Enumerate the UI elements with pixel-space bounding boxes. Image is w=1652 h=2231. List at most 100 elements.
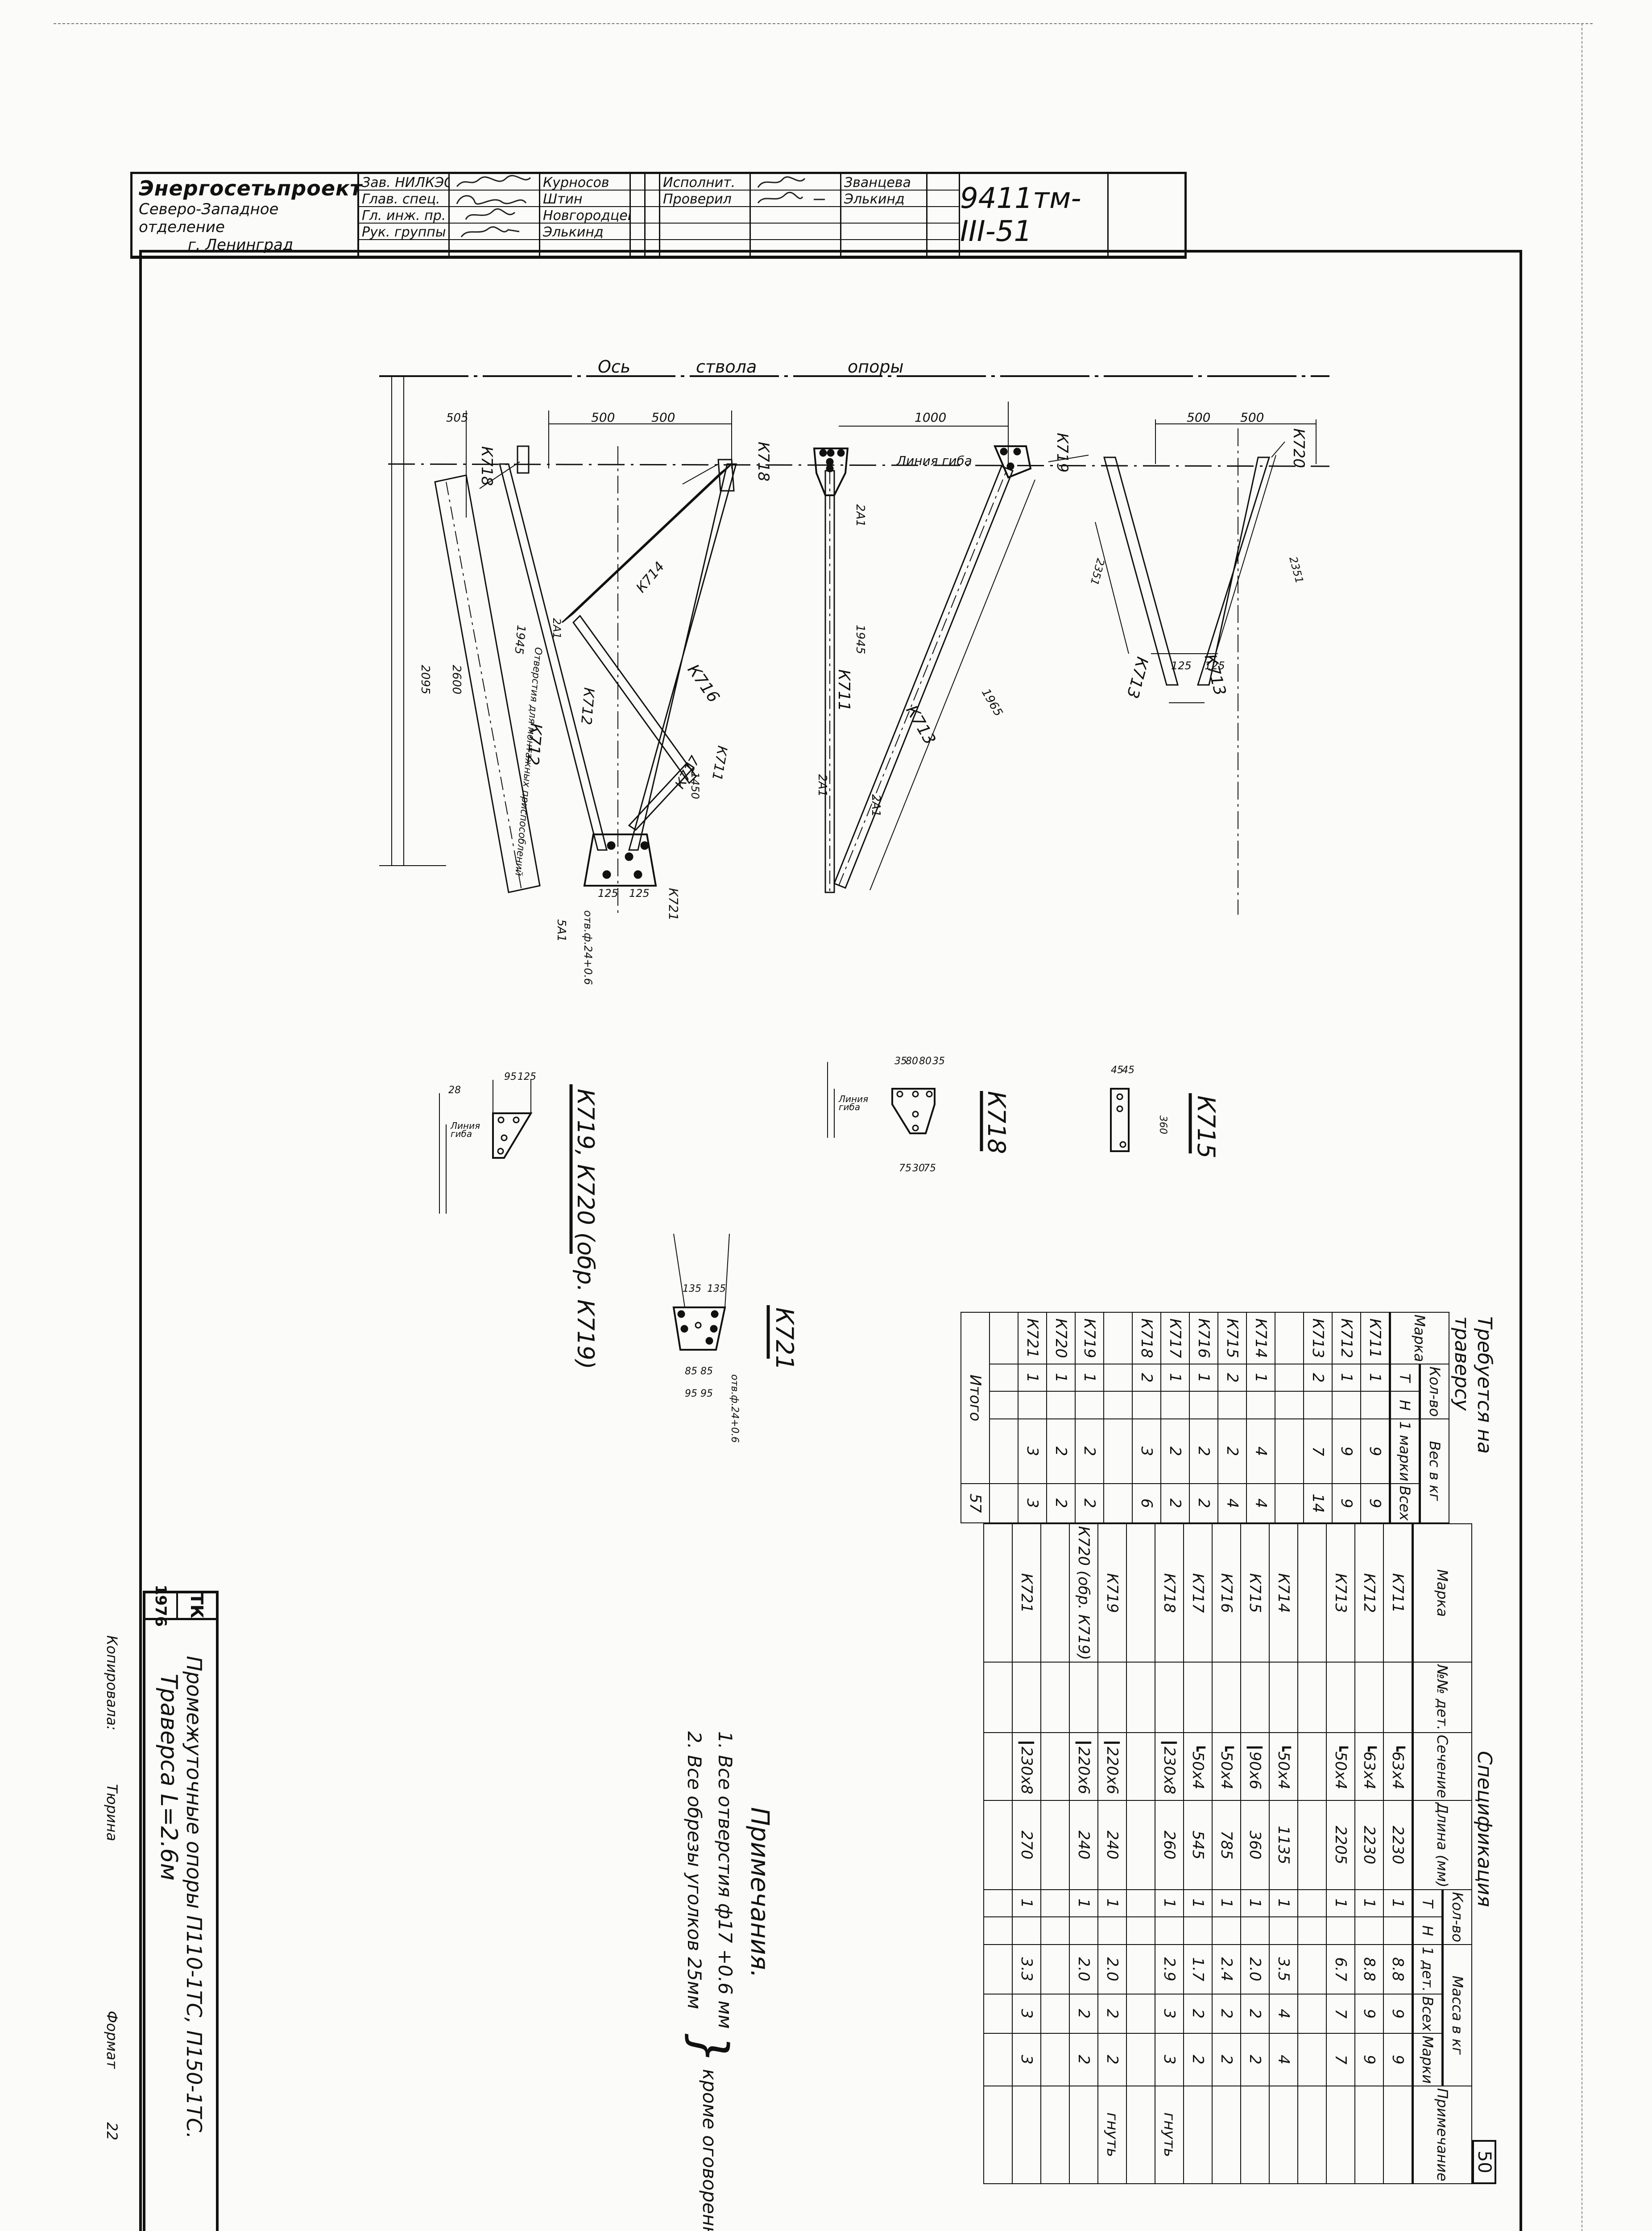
- tables-rotated: Требуется на траверсу Марка Кол-во Вес в…: [961, 1312, 1497, 2184]
- svg-text:1945: 1945: [853, 625, 867, 654]
- specification-title: Спецификация: [1473, 1751, 1496, 1907]
- svg-text:К719: К719: [1053, 433, 1071, 473]
- person-name: Званцева: [841, 174, 926, 191]
- person-name: Элькинд: [540, 224, 629, 240]
- person-name: Курносов: [540, 174, 629, 191]
- svg-text:2600: 2600: [450, 665, 463, 694]
- note-brace-text: кроме оговоренных: [699, 2069, 721, 2231]
- detail-title-k721: К721: [770, 1307, 799, 1370]
- signature: [450, 191, 539, 207]
- plate-section-icon: ┃: [1018, 1738, 1034, 1747]
- svg-text:К713: К713: [1123, 655, 1151, 701]
- svg-text:К711: К711: [708, 745, 730, 782]
- svg-text:1450: 1450: [689, 772, 701, 799]
- svg-text:5А1: 5А1: [555, 919, 568, 942]
- svg-text:К712: К712: [523, 722, 545, 766]
- drawing-code: 9411тм-III-51: [960, 174, 1109, 256]
- detail-title-k715: К715: [1192, 1095, 1220, 1158]
- roles-left-column: Зав. НИЛКЭС Глав. спец. Гл. инж. пр. Рук…: [359, 174, 450, 256]
- detail-title-k718: К718: [982, 1091, 1010, 1154]
- svg-text:ствола: ствола: [696, 357, 757, 377]
- svg-text:К712: К712: [578, 687, 598, 726]
- stamp-title-line1: Промежуточные опоры П110-1ТС, П150-1ТС.: [182, 1656, 206, 2139]
- signatures-left-column: [450, 174, 540, 256]
- hole-note: отв.ф.24+0.6: [582, 910, 594, 985]
- svg-text:2А1: 2А1: [816, 774, 829, 797]
- required-table: Марка Кол-во Вес в кг Т Н 1 марки Всех К…: [961, 1312, 1449, 1523]
- svg-text:2А1: 2А1: [853, 504, 867, 527]
- angle-section-icon: ┗: [1361, 1743, 1376, 1752]
- svg-text:35: 35: [932, 1056, 945, 1067]
- note-item: 2. Все обрезы уголков 25мм: [683, 1731, 705, 2009]
- division-name: Северо-Западное отделение: [139, 200, 279, 236]
- bend-line-label: Линия гиба: [896, 453, 972, 468]
- svg-text:85: 85: [700, 1366, 713, 1377]
- svg-text:125: 125: [1171, 659, 1192, 672]
- svg-text:Линия: Линия: [450, 1120, 480, 1131]
- signatures-right-column: [751, 174, 841, 256]
- angle-section-icon: ┗: [1332, 1743, 1348, 1752]
- detail-title-k719-k720: К719, К720 (обр. К719): [572, 1089, 599, 1369]
- role-label: Проверил: [660, 191, 749, 207]
- bottom-stamp: ТК 1976 Промежуточные опоры П110-1ТС, П1…: [104, 1584, 219, 2231]
- role-label: Рук. группы: [359, 224, 448, 240]
- svg-text:К718: К718: [754, 442, 772, 481]
- tk-label: ТК: [176, 1593, 216, 1618]
- copied-by-name: Тюрина: [104, 1784, 120, 1841]
- organization-cell: Энергосетьпроект Северо-Западное отделен…: [132, 174, 362, 256]
- svg-text:1965: 1965: [979, 687, 1005, 719]
- svg-text:95: 95: [504, 1071, 517, 1082]
- svg-text:500: 500: [651, 410, 675, 425]
- svg-text:75: 75: [923, 1163, 936, 1174]
- table-row: [1104, 1312, 1132, 1523]
- role-label: Зав. НИЛКЭС: [359, 174, 448, 191]
- stamp-footer: Копировала: Тюрина Формат 22: [104, 1591, 120, 2231]
- svg-text:125: 125: [629, 887, 650, 900]
- names-left-column: Курносов Штин Новгородцев Элькинд: [540, 174, 631, 256]
- svg-text:45: 45: [1122, 1065, 1134, 1076]
- role-label: Исполнит.: [660, 174, 749, 191]
- svg-text:Линия: Линия: [838, 1094, 868, 1104]
- svg-text:2095: 2095: [418, 665, 432, 694]
- total-value: 57: [961, 1483, 990, 1523]
- svg-text:К718: К718: [478, 446, 496, 486]
- svg-text:К713: К713: [1201, 652, 1229, 698]
- person-name: Новгородцев: [540, 207, 629, 224]
- svg-text:80: 80: [906, 1056, 918, 1067]
- signature: [450, 207, 539, 224]
- table-row: [1126, 1524, 1155, 2184]
- signature: [450, 174, 539, 191]
- year-label: 1976: [152, 1584, 170, 1627]
- svg-text:30: 30: [912, 1163, 925, 1174]
- angle-section-icon: ┗: [1189, 1743, 1205, 1752]
- format-label: Формат: [104, 2011, 120, 2069]
- role-label: Глав. спец.: [359, 191, 448, 207]
- table-row: [990, 1312, 1018, 1523]
- svg-text:45: 45: [1111, 1065, 1123, 1076]
- svg-text:95: 95: [685, 1388, 697, 1399]
- stamp-title-line2: Траверса L=2.6м: [155, 1674, 182, 1881]
- svg-text:гиба: гиба: [451, 1128, 472, 1139]
- svg-text:28: 28: [448, 1085, 461, 1096]
- names-right-column: Званцева Элькинд: [841, 174, 927, 256]
- table-row: [1298, 1524, 1326, 2184]
- svg-text:К716: К716: [684, 661, 723, 706]
- signature: [751, 174, 840, 191]
- title-block: Энергосетьпроект Северо-Западное отделен…: [130, 172, 1187, 259]
- notes-block: Примечания. 1. Все отверстия ф17 +0.6 мм…: [681, 1731, 774, 2231]
- person-name: Штин: [540, 191, 629, 207]
- sheet-trim-top: [54, 23, 1593, 24]
- svg-text:135: 135: [707, 1283, 726, 1294]
- svg-text:360: 360: [1157, 1116, 1168, 1134]
